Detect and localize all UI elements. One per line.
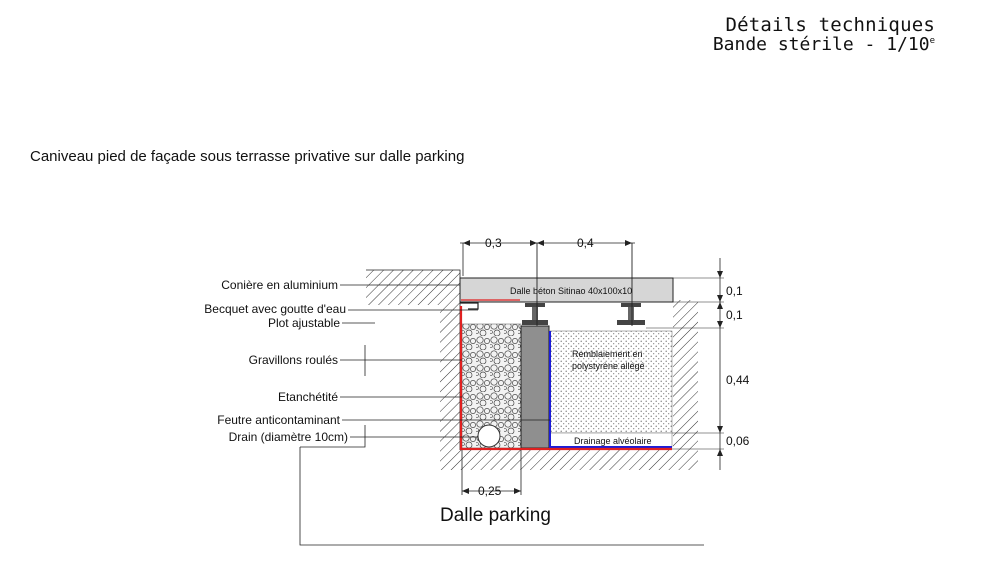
subtitle: Bande stérile - 1/10e xyxy=(712,33,935,55)
subtitle-superscript: e xyxy=(929,35,935,46)
drainage-text: Drainage alvéolaire xyxy=(574,436,652,446)
parking-slab xyxy=(440,300,698,470)
label-coniere: Conière en aluminium xyxy=(221,278,338,292)
facade-wall xyxy=(366,269,461,450)
leader-lines xyxy=(299,284,704,546)
label-becquet: Becquet avec goutte d'eau xyxy=(204,302,346,316)
label-plot: Plot ajustable xyxy=(268,316,340,330)
slab-text: Dalle béton Sitinao 40x100x10 xyxy=(510,286,632,296)
dim-right-3: 0,44 xyxy=(726,373,750,387)
drain-pipe xyxy=(477,424,501,448)
right-dimensions xyxy=(646,258,724,470)
dim-top-left: 0,3 xyxy=(485,236,502,250)
bottom-dimension xyxy=(461,450,522,495)
subtitle-text: Bande stérile - 1/10 xyxy=(712,33,930,55)
dim-right-2: 0,1 xyxy=(726,308,743,322)
aluminium-flashing xyxy=(460,302,479,310)
label-feutre: Feutre anticontaminant xyxy=(217,413,340,427)
concrete-slab xyxy=(459,277,674,303)
dim-right-1: 0,1 xyxy=(726,284,743,298)
central-wall xyxy=(520,325,550,449)
label-etancheite: Etanchétité xyxy=(278,390,338,404)
label-gravillons: Gravillons roulés xyxy=(249,353,338,367)
adjustable-pad-right xyxy=(617,303,645,325)
polystyrene-text-1: Remblaiement en xyxy=(572,349,643,359)
polystyrene-text-2: polystyrène allégé xyxy=(572,361,645,371)
waterproofing-line xyxy=(459,306,672,451)
top-dimensions xyxy=(460,240,635,326)
label-drain: Drain (diamètre 10cm) xyxy=(229,430,348,444)
dim-right-4: 0,06 xyxy=(726,434,750,448)
title-block: Détails techniques Bande stérile - 1/10e xyxy=(712,14,935,55)
dim-top-right: 0,4 xyxy=(577,236,594,250)
felt-line xyxy=(549,331,672,448)
label-dalle-parking: Dalle parking xyxy=(440,505,551,526)
dim-bottom: 0,25 xyxy=(478,484,502,498)
title: Détails techniques xyxy=(725,14,935,36)
drawing-caption: Caniveau pied de façade sous terrasse pr… xyxy=(30,148,465,165)
polystyrene-fill xyxy=(549,330,673,434)
adjustable-pad-left xyxy=(522,303,548,325)
